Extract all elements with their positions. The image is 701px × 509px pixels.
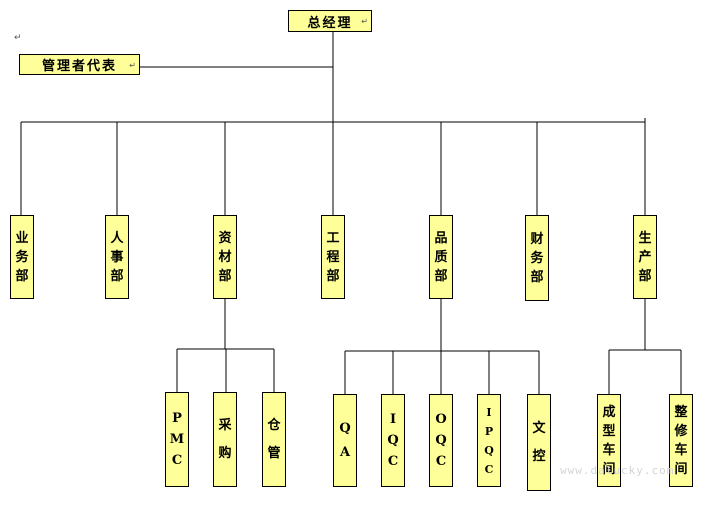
dept-production-box: 生 产 部 bbox=[633, 215, 657, 299]
dept-label-char: 财 bbox=[530, 231, 544, 247]
dept-label-char: 部 bbox=[434, 268, 448, 284]
unit-ipqc-box: I P Q C bbox=[477, 394, 501, 487]
unit-label-char: A bbox=[339, 444, 351, 460]
dept-materials-box: 资 材 部 bbox=[213, 215, 237, 299]
general-manager-label: 总经理 bbox=[307, 15, 353, 31]
unit-label-char: O bbox=[435, 412, 447, 427]
dept-label-char: 业 bbox=[15, 230, 29, 246]
dept-engineering-box: 工 程 部 bbox=[321, 215, 345, 299]
unit-repair-workshop-box: 整 修 车 间 bbox=[669, 394, 693, 487]
unit-warehouse-box: 仓 管 bbox=[262, 392, 286, 487]
unit-label-char: 文 bbox=[532, 420, 546, 436]
unit-label-char: 车 bbox=[602, 442, 616, 458]
paragraph-mark-icon: ↵ bbox=[14, 33, 22, 43]
unit-label-char: 采 bbox=[218, 417, 232, 433]
dept-label-char: 品 bbox=[434, 230, 448, 246]
unit-label-char: Q bbox=[339, 420, 351, 436]
unit-label-char: 仓 bbox=[267, 417, 281, 433]
paragraph-mark-icon: ↵ bbox=[361, 17, 370, 26]
dept-label-char: 部 bbox=[326, 268, 340, 284]
dept-label-char: 工 bbox=[326, 230, 340, 246]
unit-iqc-box: I Q C bbox=[381, 394, 405, 487]
unit-label-char: 管 bbox=[267, 445, 281, 461]
unit-label-char: Q bbox=[387, 433, 399, 448]
unit-oqc-box: O Q C bbox=[429, 394, 453, 487]
management-rep-box: 管理者代表 ↵ bbox=[19, 54, 140, 75]
unit-document-control-box: 文 控 bbox=[527, 394, 551, 491]
dept-finance-box: 财 务 部 bbox=[525, 215, 549, 301]
general-manager-box: 总经理 ↵ bbox=[288, 10, 372, 32]
unit-label-char: I bbox=[486, 405, 492, 419]
dept-label-char: 材 bbox=[218, 249, 232, 265]
unit-label-char: Q bbox=[484, 443, 494, 457]
unit-purchasing-box: 采 购 bbox=[213, 392, 237, 487]
unit-label-char: M bbox=[169, 432, 185, 447]
dept-label-char: 务 bbox=[530, 250, 544, 266]
dept-sales-box: 业 务 部 bbox=[10, 215, 34, 299]
dept-label-char: 资 bbox=[218, 230, 232, 246]
unit-qa-box: Q A bbox=[333, 394, 357, 487]
unit-label-char: C bbox=[484, 462, 494, 476]
unit-label-char: 购 bbox=[218, 445, 232, 461]
unit-label-char: 车 bbox=[674, 442, 688, 458]
unit-label-char: 整 bbox=[674, 404, 688, 420]
dept-label-char: 部 bbox=[110, 268, 124, 284]
dept-label-char: 质 bbox=[434, 249, 448, 265]
unit-label-char: I bbox=[389, 412, 397, 427]
dept-quality-box: 品 质 部 bbox=[429, 215, 453, 299]
dept-label-char: 事 bbox=[110, 249, 124, 265]
watermark: www.dalucky.com bbox=[560, 464, 675, 477]
unit-label-char: 间 bbox=[674, 461, 688, 477]
unit-pmc-box: P M C bbox=[165, 392, 189, 487]
unit-forming-workshop-box: 成 型 车 间 bbox=[597, 394, 621, 487]
dept-label-char: 务 bbox=[15, 249, 29, 265]
dept-label-char: 生 bbox=[638, 230, 652, 246]
unit-label-char: P bbox=[172, 411, 182, 426]
management-rep-label: 管理者代表 bbox=[41, 59, 117, 74]
dept-label-char: 人 bbox=[110, 230, 124, 246]
unit-label-char: C bbox=[387, 454, 399, 469]
unit-label-char: 成 bbox=[602, 404, 616, 420]
unit-label-char: 控 bbox=[532, 448, 546, 464]
unit-label-char: 间 bbox=[602, 461, 616, 477]
unit-label-char: 修 bbox=[674, 423, 688, 439]
unit-label-char: C bbox=[171, 453, 183, 468]
dept-label-char: 部 bbox=[15, 268, 29, 284]
dept-hr-box: 人 事 部 bbox=[105, 215, 129, 299]
dept-label-char: 部 bbox=[638, 268, 652, 284]
unit-label-char: C bbox=[435, 454, 447, 469]
paragraph-mark-icon: ↵ bbox=[129, 61, 138, 70]
dept-label-char: 部 bbox=[530, 269, 544, 285]
dept-label-char: 部 bbox=[218, 268, 232, 284]
unit-label-char: P bbox=[484, 424, 494, 438]
unit-label-char: Q bbox=[435, 433, 447, 448]
dept-label-char: 产 bbox=[638, 249, 652, 265]
dept-label-char: 程 bbox=[326, 249, 340, 265]
unit-label-char: 型 bbox=[602, 423, 616, 439]
